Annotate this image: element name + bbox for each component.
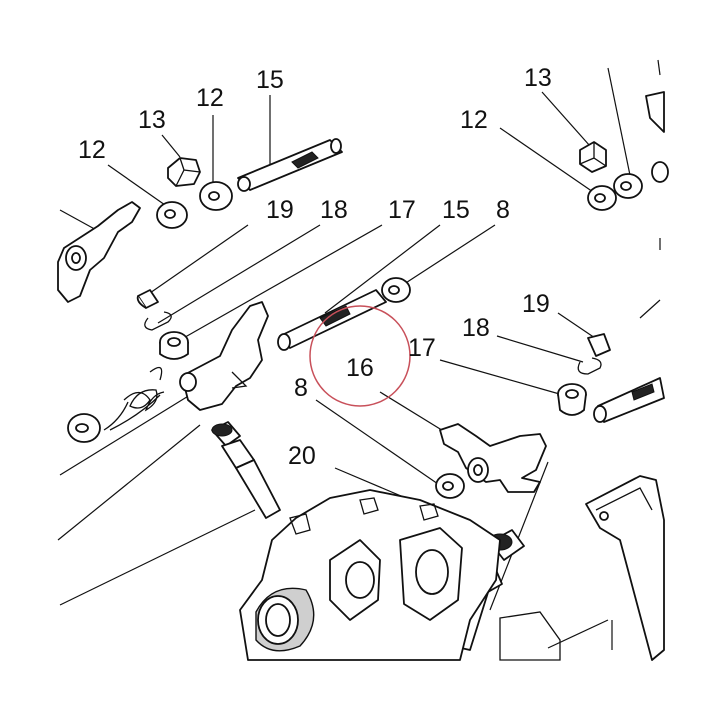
washer-12-right bbox=[587, 185, 617, 211]
label-20: 20 bbox=[288, 442, 316, 470]
label-8-top: 8 bbox=[496, 196, 510, 224]
valve-guide-left bbox=[211, 421, 281, 519]
label-19-right: 19 bbox=[522, 290, 550, 318]
bushing-17-right bbox=[557, 383, 587, 416]
label-18-left: 18 bbox=[320, 196, 348, 224]
washer-left-lower bbox=[67, 413, 101, 443]
nut-13-right bbox=[579, 141, 607, 173]
label-13-left: 13 bbox=[138, 106, 166, 134]
washer-12-left bbox=[156, 201, 188, 229]
rocker-arm-left-top bbox=[57, 201, 141, 303]
label-18-right: 18 bbox=[462, 314, 490, 342]
label-17-right: 17 bbox=[408, 334, 436, 362]
rocker-top-right-partial bbox=[645, 91, 669, 183]
shaft-15-top bbox=[237, 138, 343, 192]
cylinder-head-20 bbox=[239, 489, 561, 661]
shaft-right bbox=[593, 377, 665, 423]
washer-8-top bbox=[381, 277, 411, 303]
washer-12-second bbox=[199, 181, 233, 211]
callout-labels: 12 13 12 15 19 18 17 15 8 13 12 19 18 17… bbox=[78, 64, 552, 470]
label-13-right: 13 bbox=[524, 64, 552, 92]
washer-8-lower bbox=[435, 473, 465, 499]
bushing-17-left bbox=[159, 331, 189, 360]
nut-13-left bbox=[167, 157, 201, 187]
rocker-arm-center-left bbox=[179, 301, 269, 411]
label-8-lower: 8 bbox=[294, 374, 308, 402]
label-12-left: 12 bbox=[78, 136, 106, 164]
shaft-15-middle bbox=[277, 289, 387, 351]
clip-18-left bbox=[144, 311, 172, 331]
label-12-right: 12 bbox=[460, 106, 488, 134]
gasket-right bbox=[585, 475, 665, 661]
sleeve-19-right bbox=[587, 333, 611, 357]
clip-18-right bbox=[577, 357, 602, 375]
label-12-second: 12 bbox=[196, 84, 224, 112]
spring-coil bbox=[103, 366, 165, 431]
label-15-middle: 15 bbox=[442, 196, 470, 224]
highlight-circle bbox=[309, 305, 411, 407]
washer-right-2 bbox=[613, 173, 643, 199]
label-17-left: 17 bbox=[388, 196, 416, 224]
sleeve-19-left bbox=[136, 289, 159, 309]
rocker-arm-16 bbox=[439, 423, 547, 493]
label-19-left: 19 bbox=[266, 196, 294, 224]
label-15-top: 15 bbox=[256, 66, 284, 94]
label-16: 16 bbox=[346, 354, 374, 382]
